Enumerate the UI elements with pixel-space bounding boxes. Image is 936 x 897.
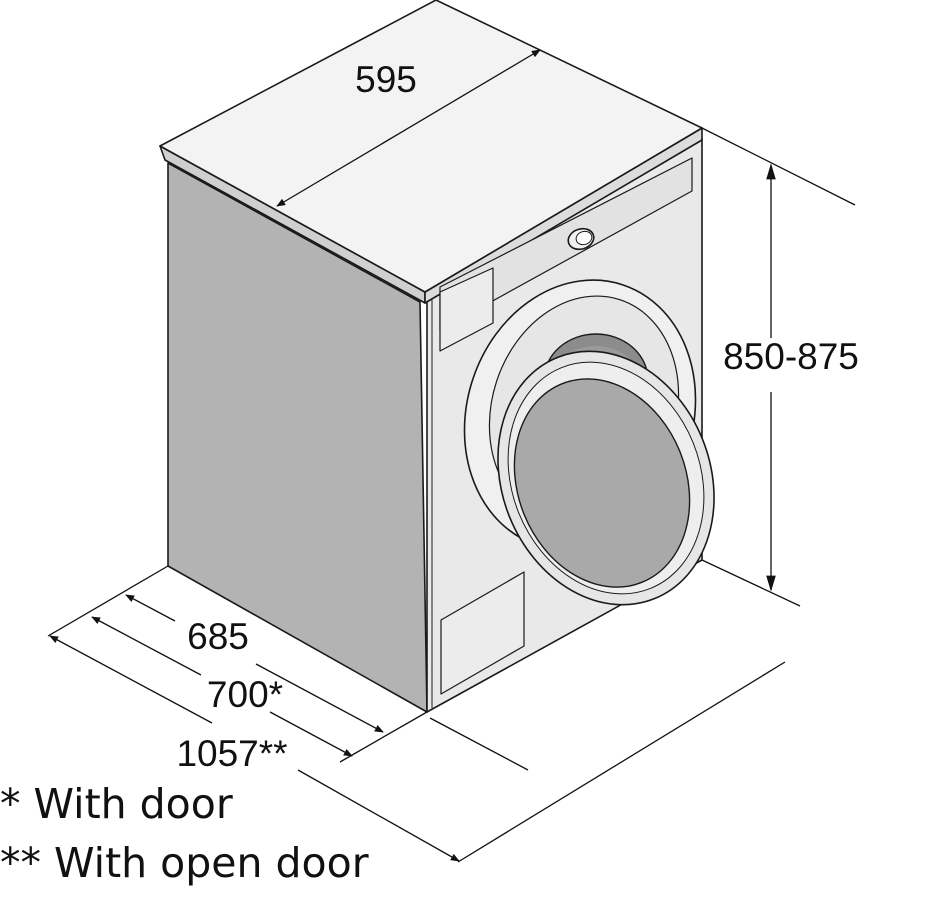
depth-with-door-dimension-line [91, 616, 202, 676]
height-label: 850-875 [723, 336, 859, 377]
detergent-drawer [439, 267, 494, 352]
note-with-door: * With door [0, 780, 233, 828]
service-hatch [440, 571, 525, 695]
depth-open-door-dimension-line [49, 635, 213, 724]
depth-dimension-line [125, 594, 176, 622]
dimension-lines [47, 49, 856, 863]
depth-with-open-door-label: 1057** [176, 733, 287, 774]
width-dimension-line [276, 49, 541, 207]
depth-label: 685 [187, 616, 249, 657]
door-glass [513, 378, 691, 588]
depth-with-door-label: 700* [207, 674, 283, 715]
note-with-open-door: ** With open door [0, 839, 369, 887]
dimension-labels: 595 850-875 685 700* 1057** [176, 59, 858, 774]
washing-machine [159, 0, 715, 713]
footnotes: * With door ** With open door [0, 780, 369, 887]
width-label: 595 [355, 59, 417, 100]
